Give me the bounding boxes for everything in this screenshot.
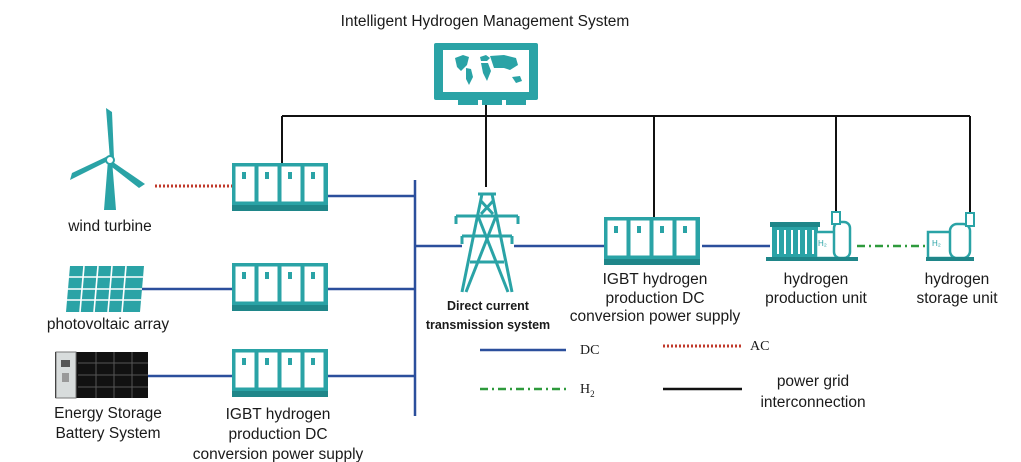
- converter-right-label-line2: production DC: [605, 290, 705, 307]
- legend-dc-label: DC: [580, 343, 600, 358]
- converter-bottom-label-line1: IGBT hydrogen: [225, 406, 331, 423]
- hydrogen-storage-unit-icon: [926, 212, 975, 261]
- transmission-tower-icon: [454, 192, 520, 293]
- wind-turbine-icon: [70, 108, 145, 210]
- converter-cabinet-battery: [231, 348, 329, 398]
- storage-label-line1: hydrogen: [924, 271, 990, 288]
- storage-label-line2: storage unit: [916, 290, 998, 307]
- grid-interconnection-lines: [281, 103, 971, 217]
- legend-h2-subscript: 2: [590, 388, 595, 399]
- production-label-line1: hydrogen: [783, 271, 849, 288]
- battery-cabinet-icon: [55, 351, 148, 399]
- legend-grid-label-line1: power grid: [776, 373, 850, 390]
- converter-bottom-label-line3: conversion power supply: [192, 446, 364, 462]
- converter-right-label-line1: IGBT hydrogen: [602, 271, 708, 288]
- transmission-label-line1: Direct current: [447, 299, 529, 313]
- legend-ac-label: AC: [750, 339, 770, 354]
- legend-h2-label: H2: [580, 380, 595, 404]
- converter-bottom-label-line2: production DC: [228, 426, 328, 443]
- hydrogen-production-unit-icon: [766, 211, 858, 261]
- legend-grid-label-line2: interconnection: [760, 394, 866, 411]
- photovoltaic-array-label: photovoltaic array: [46, 316, 170, 333]
- transmission-label-line2: transmission system: [425, 318, 551, 332]
- photovoltaic-panel-icon: [66, 265, 144, 313]
- battery-label-line2: Battery System: [55, 425, 161, 442]
- monitor-icon: [434, 43, 538, 105]
- wind-turbine-label: wind turbine: [68, 218, 152, 235]
- battery-label-line1: Energy Storage: [54, 405, 162, 422]
- converter-cabinet-right: [603, 216, 701, 266]
- converter-right-label-line3: conversion power supply: [569, 308, 741, 325]
- production-label-line2: production unit: [765, 290, 867, 307]
- converter-cabinet-pv: [231, 262, 329, 312]
- diagram-title: Intelligent Hydrogen Management System: [340, 13, 630, 30]
- production-tank-label: H₂: [818, 239, 827, 248]
- storage-tank-label: H₂: [932, 239, 941, 248]
- converter-cabinet-wind: [231, 162, 329, 212]
- legend-h2-main: H: [580, 382, 591, 397]
- dc-lines: [140, 180, 770, 416]
